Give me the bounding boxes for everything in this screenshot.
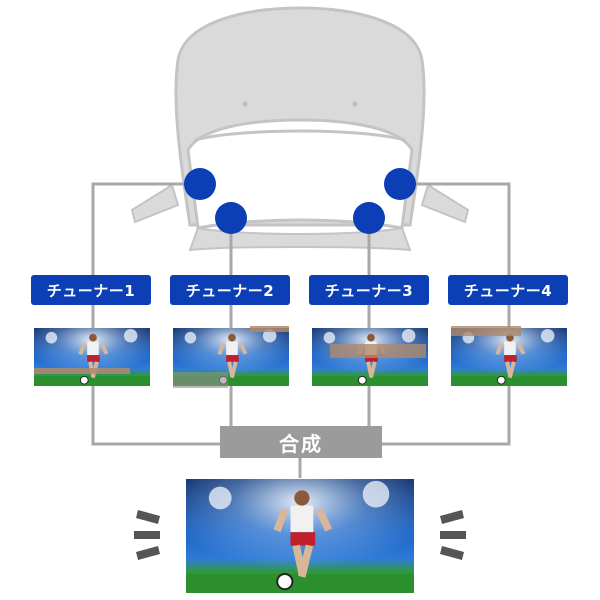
tuner-3-label: チューナー3: [309, 275, 429, 305]
combine-label: 合成: [220, 426, 382, 458]
tuner-4-label: チューナー4: [448, 275, 568, 305]
combined-screen-image: [186, 478, 414, 594]
signal-wave-icon-right: [440, 510, 466, 560]
tuner-images: [34, 326, 567, 388]
antenna-icon: [184, 168, 216, 200]
tuner-1-label: チューナー1: [31, 275, 151, 305]
antenna-icon: [215, 202, 247, 234]
tuner-1-image: [34, 327, 150, 387]
tuner-4-image: [451, 327, 567, 387]
antennas: [184, 168, 416, 234]
car-top-view-icon: [130, 6, 470, 252]
tuner-2-label: チューナー2: [170, 275, 290, 305]
signal-wave-icon-left: [134, 510, 160, 560]
antenna-icon: [384, 168, 416, 200]
antenna-icon: [353, 202, 385, 234]
